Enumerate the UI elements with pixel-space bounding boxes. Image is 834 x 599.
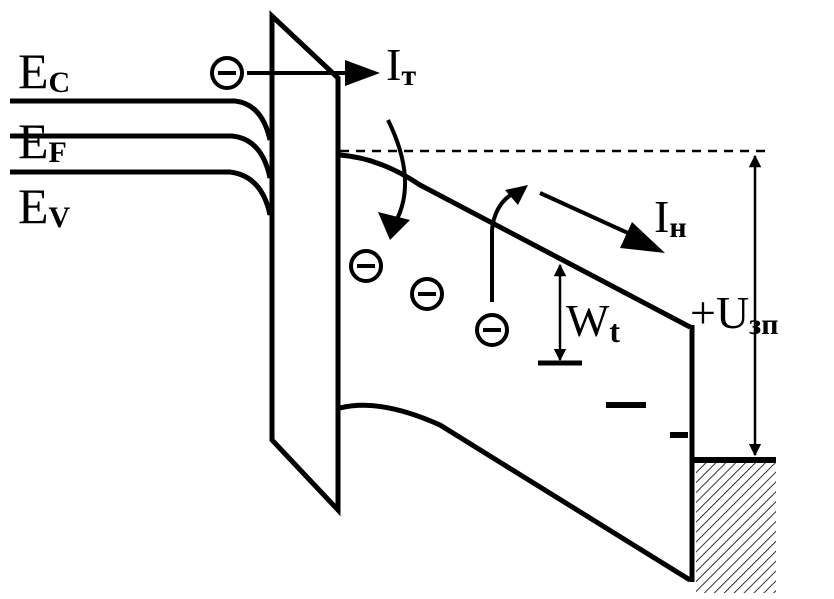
label-it: Iт <box>386 39 416 92</box>
fermi-level-left <box>10 133 273 179</box>
label-uzp: +Uзп <box>690 287 779 341</box>
label-in: Iн <box>654 191 687 244</box>
valence-band-edge-right <box>339 402 692 583</box>
conduction-band-edge-left <box>10 98 273 141</box>
label-ec: EC <box>18 43 70 99</box>
label-wt: Wt <box>566 295 620 349</box>
emission-arrowhead <box>505 185 528 205</box>
label-ev: EV <box>18 178 71 234</box>
tunnel-current-arrowhead <box>345 60 380 86</box>
label-ef: EF <box>18 113 67 169</box>
electron-tunneling <box>210 56 244 90</box>
conduction-band-edge-right <box>339 152 692 330</box>
metal-contact-hatch <box>696 463 776 593</box>
oxide-barrier <box>269 10 341 517</box>
injection-current-arrowhead <box>620 222 665 253</box>
emission-arrow <box>490 188 521 302</box>
valence-band-edge-left <box>10 169 273 216</box>
trapped-electron-1 <box>349 249 383 283</box>
trapped-electron-3 <box>475 313 509 347</box>
trapped-electron-2 <box>410 277 444 311</box>
trapping-arrowhead <box>378 212 410 240</box>
